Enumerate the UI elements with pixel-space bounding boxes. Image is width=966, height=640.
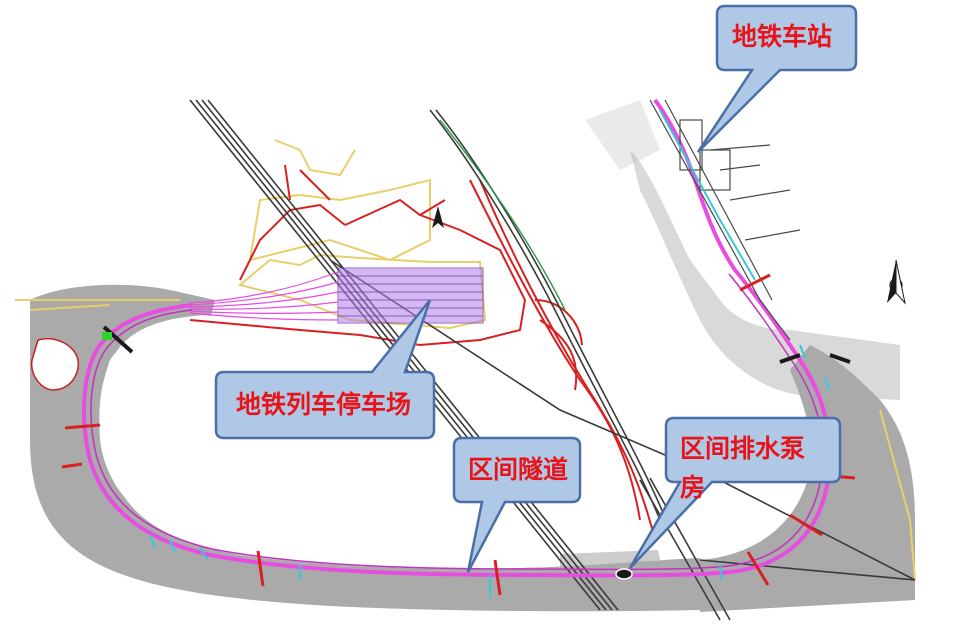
north-arrow-icon [432,206,444,228]
section-markers [61,273,856,596]
callout-pump-label: 区间排水泵 [680,434,806,463]
black-markers [102,325,851,364]
callout-pump-label-cont: 房 [680,473,706,502]
depot-tracks [189,267,484,324]
speckle-blobs [30,338,79,391]
north-arrow-icon [887,259,906,305]
red-boundaries [189,164,656,541]
station-highlight [659,109,756,281]
callout-pump [628,416,842,569]
callout-depot-label: 地铁列车停车场 [236,390,412,419]
callout-depot [214,299,436,440]
callout-station [696,4,858,153]
station-lines [649,99,801,341]
callout-station-label: 地铁车站 [732,22,833,51]
green-line [439,119,566,311]
pump-station-marker [615,568,633,580]
callout-tunnel [452,436,582,573]
green-marker [102,332,112,340]
cyan-marks [149,344,831,598]
callout-tunnel-label: 区间隧道 [468,455,569,484]
metro-route [82,98,832,578]
